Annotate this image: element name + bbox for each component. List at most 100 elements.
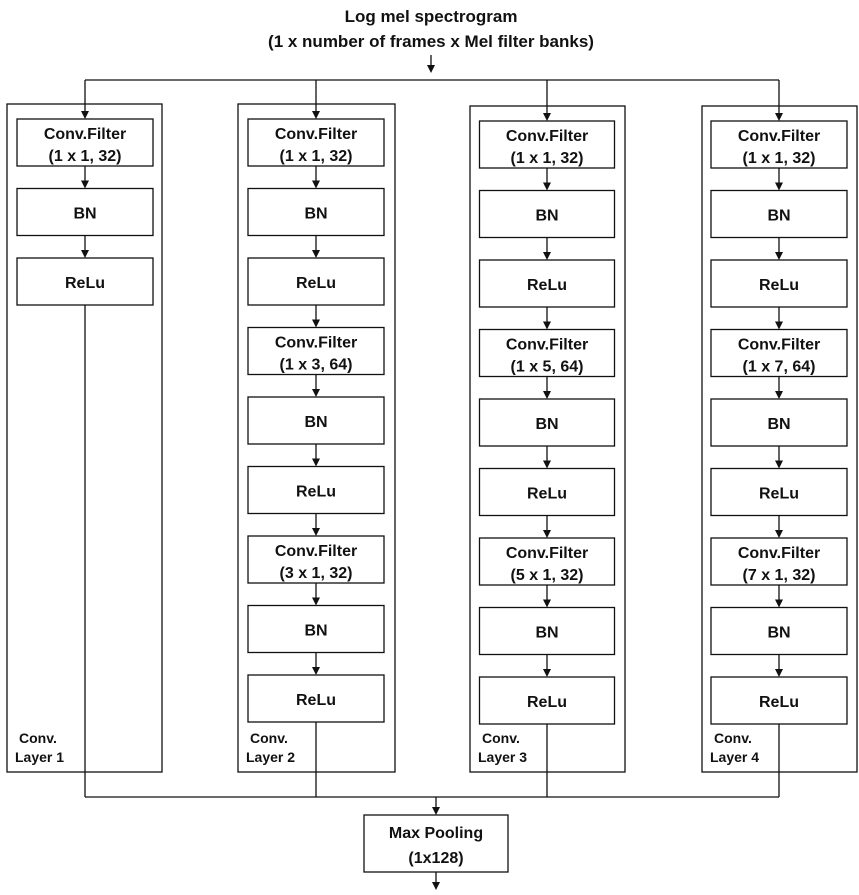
block-box <box>247 118 385 167</box>
bn-label: BN <box>535 208 558 225</box>
block-4-7: Conv.Filter(7 x 1, 32) <box>710 537 848 586</box>
bn-label: BN <box>767 208 790 225</box>
block-arrow-head <box>312 597 320 606</box>
input-arrow-head <box>427 65 435 73</box>
block-box <box>247 326 385 376</box>
relu-label: ReLu <box>527 277 567 294</box>
branch-frame <box>6 103 163 773</box>
branch-caption-line2: Layer 1 <box>15 749 64 765</box>
bn-label: BN <box>304 414 327 431</box>
block-arrow-head <box>775 460 783 469</box>
bn-label: BN <box>767 625 790 642</box>
block-arrow-head <box>312 389 320 397</box>
block-arrow-head <box>775 599 783 608</box>
conv-filter-label: Conv.Filter <box>506 128 588 145</box>
conv-filter-label: Conv.Filter <box>738 337 820 354</box>
branch-frame <box>237 103 396 773</box>
block-2-1: Conv.Filter(1 x 1, 32) <box>247 118 385 167</box>
block-arrow-head <box>543 669 551 677</box>
conv-filter-label: Conv.Filter <box>275 126 357 143</box>
block-arrow-head <box>775 669 783 677</box>
block-box <box>478 189 616 239</box>
block-box <box>16 118 154 167</box>
branch-frame <box>701 105 858 773</box>
block-3-7: Conv.Filter(5 x 1, 32) <box>478 537 616 586</box>
conv-filter-params: (1 x 3, 64) <box>280 357 353 374</box>
block-box <box>710 398 848 447</box>
block-box <box>247 257 385 306</box>
relu-label: ReLu <box>65 275 105 292</box>
conv-filter-params: (1 x 5, 64) <box>511 359 584 376</box>
max-pooling-box <box>363 814 509 873</box>
block-arrow-head <box>543 321 551 330</box>
block-box <box>478 606 616 656</box>
block-arrow-head <box>543 599 551 608</box>
conv-filter-label: Conv.Filter <box>275 335 357 352</box>
block-arrow-head <box>775 530 783 538</box>
block-box <box>16 187 154 237</box>
block-arrow-head <box>775 391 783 399</box>
conv-filter-label: Conv.Filter <box>506 337 588 354</box>
block-box <box>710 537 848 586</box>
block-box <box>478 537 616 586</box>
bn-label: BN <box>304 623 327 640</box>
connector-lines <box>81 55 783 890</box>
block-2-7: Conv.Filter(3 x 1, 32) <box>247 535 385 584</box>
max-pooling-size: (1x128) <box>408 850 463 867</box>
block-box <box>478 676 616 725</box>
block-2-2: BN <box>247 187 385 237</box>
block-box <box>710 120 848 169</box>
branch-caption-line1: Conv. <box>250 730 288 746</box>
block-arrow-head <box>312 528 320 536</box>
conv-filter-label: Conv.Filter <box>275 543 357 560</box>
block-box <box>247 187 385 237</box>
block-3-4: Conv.Filter (1 x 5, 64) <box>478 328 616 378</box>
relu-label: ReLu <box>527 694 567 711</box>
block-arrow-head <box>81 250 89 258</box>
conv-filter-params: (5 x 1, 32) <box>511 567 584 584</box>
relu-label: ReLu <box>296 692 336 709</box>
block-arrow-head <box>543 182 551 191</box>
block-arrow-head <box>775 252 783 260</box>
block-arrow-head <box>775 321 783 330</box>
block-2-6: ReLu <box>247 465 385 515</box>
branch-frame <box>469 105 626 773</box>
relu-label: ReLu <box>759 486 799 503</box>
conv-filter-params: (1 x 7, 64) <box>743 359 816 376</box>
block-2-5: BN <box>247 396 385 445</box>
bn-label: BN <box>767 416 790 433</box>
input-subtitle: (1 x number of frames x Mel filter banks… <box>268 32 594 51</box>
block-4-8: BN <box>710 606 848 656</box>
branch-layer-2: Conv.Filter(1 x 1, 32)BNReLuConv.Filter(… <box>237 103 396 773</box>
block-box <box>247 674 385 723</box>
branch-caption-line2: Layer 3 <box>478 749 527 765</box>
block-1-3: ReLu <box>16 257 154 306</box>
bn-label: BN <box>304 206 327 223</box>
conv-filter-params: (7 x 1, 32) <box>743 567 816 584</box>
block-arrow-head <box>543 530 551 538</box>
block-box <box>710 259 848 308</box>
block-box <box>710 328 848 378</box>
block-box <box>247 604 385 654</box>
branch-caption-line1: Conv. <box>482 730 520 746</box>
branch-layer-4: Conv.Filter(1 x 1, 32)BNReLuConv.Filter(… <box>701 105 858 773</box>
block-arrow-head <box>312 250 320 258</box>
branch-input-arrow-head <box>543 113 551 121</box>
block-arrow-head <box>81 180 89 189</box>
block-box <box>710 467 848 517</box>
block-arrow-head <box>775 182 783 191</box>
bn-label: BN <box>535 416 558 433</box>
block-box <box>478 467 616 517</box>
branch-input-arrow-head <box>775 113 783 121</box>
block-box <box>710 676 848 725</box>
block-3-6: ReLu <box>478 467 616 517</box>
pool-arrow-head <box>432 807 440 815</box>
block-3-2: BN <box>478 189 616 239</box>
block-box <box>478 328 616 378</box>
output-arrow-head <box>432 882 440 890</box>
relu-label: ReLu <box>296 275 336 292</box>
